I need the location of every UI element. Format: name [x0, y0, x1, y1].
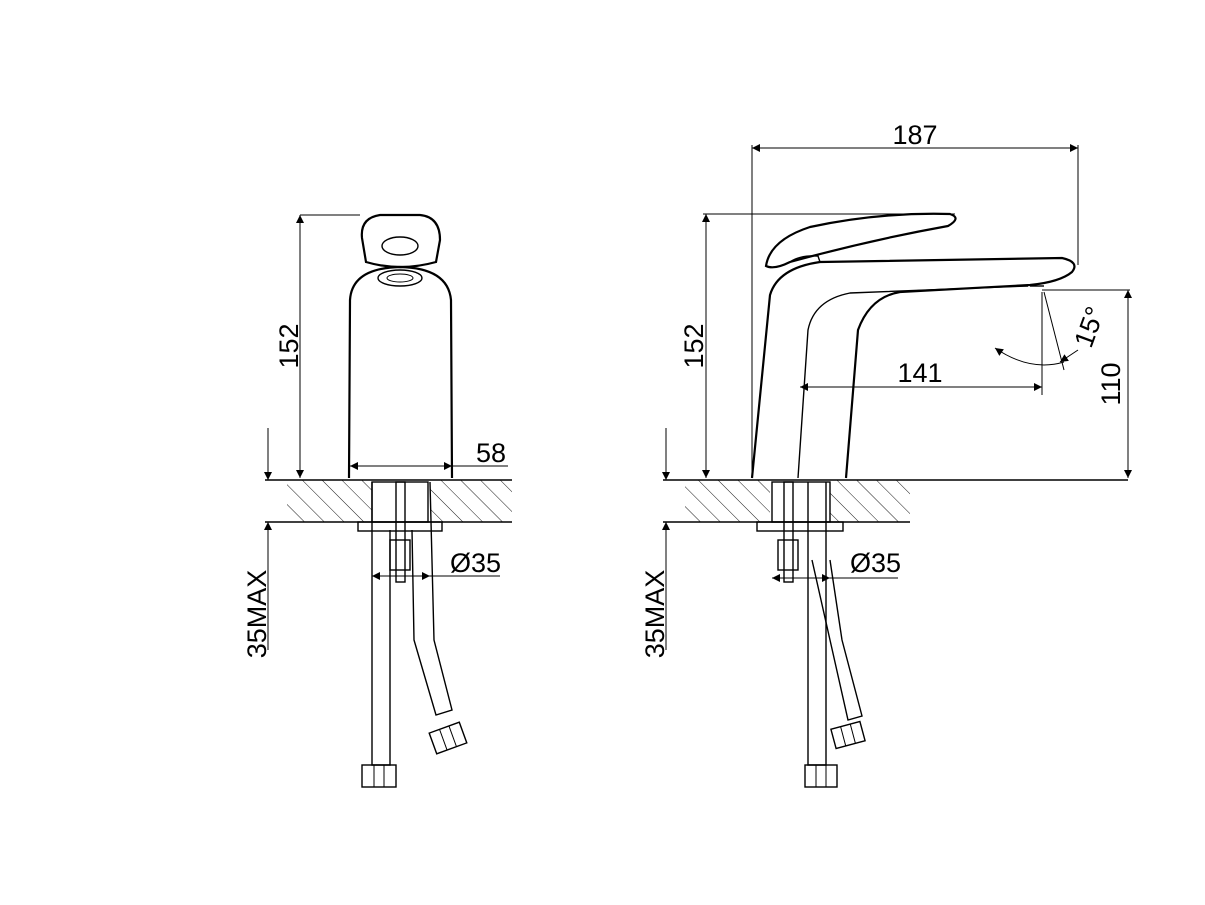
side-overall-length-dimension: 187: [751, 120, 1079, 478]
front-base-width-label: 58: [476, 438, 506, 468]
side-under-counter: [756, 481, 866, 788]
side-hole-diameter-dimension: Ø35: [772, 548, 901, 582]
side-counter-thickness-label: 35MAX: [640, 570, 670, 659]
front-hole-diameter-dimension: Ø35: [372, 548, 501, 580]
side-hole-diameter-label: Ø35: [850, 548, 901, 578]
front-counter-thickness-dimension: 35MAX: [242, 428, 272, 658]
side-counter-thickness-dimension: 35MAX: [640, 428, 670, 658]
side-spout-reach-label: 141: [897, 358, 942, 388]
front-view: 152 58 Ø35 35MAX: [242, 213, 512, 788]
front-under-counter: [357, 481, 468, 788]
side-height-label: 152: [679, 323, 709, 368]
side-spout-height-dimension: 110: [1042, 289, 1132, 478]
side-countertop: [663, 479, 1128, 523]
side-spout-reach-dimension: 141: [800, 292, 1043, 395]
side-height-dimension: 152: [679, 213, 955, 478]
front-counter-thickness-label: 35MAX: [242, 570, 272, 659]
side-angle-dimension: 15°: [994, 291, 1111, 371]
side-spout-height-label: 110: [1096, 362, 1126, 405]
side-view: 187 152 141 110 15°: [640, 120, 1132, 788]
front-countertop: [265, 479, 512, 523]
front-base-width-dimension: 58: [350, 438, 508, 470]
side-overall-length-label: 187: [892, 120, 937, 150]
side-angle-label: 15°: [1068, 303, 1110, 352]
side-faucet-body: [750, 212, 1076, 479]
front-height-label: 152: [274, 323, 304, 368]
front-height-dimension: 152: [274, 214, 360, 478]
front-hole-diameter-label: Ø35: [450, 548, 501, 578]
front-faucet-body: [347, 213, 454, 479]
